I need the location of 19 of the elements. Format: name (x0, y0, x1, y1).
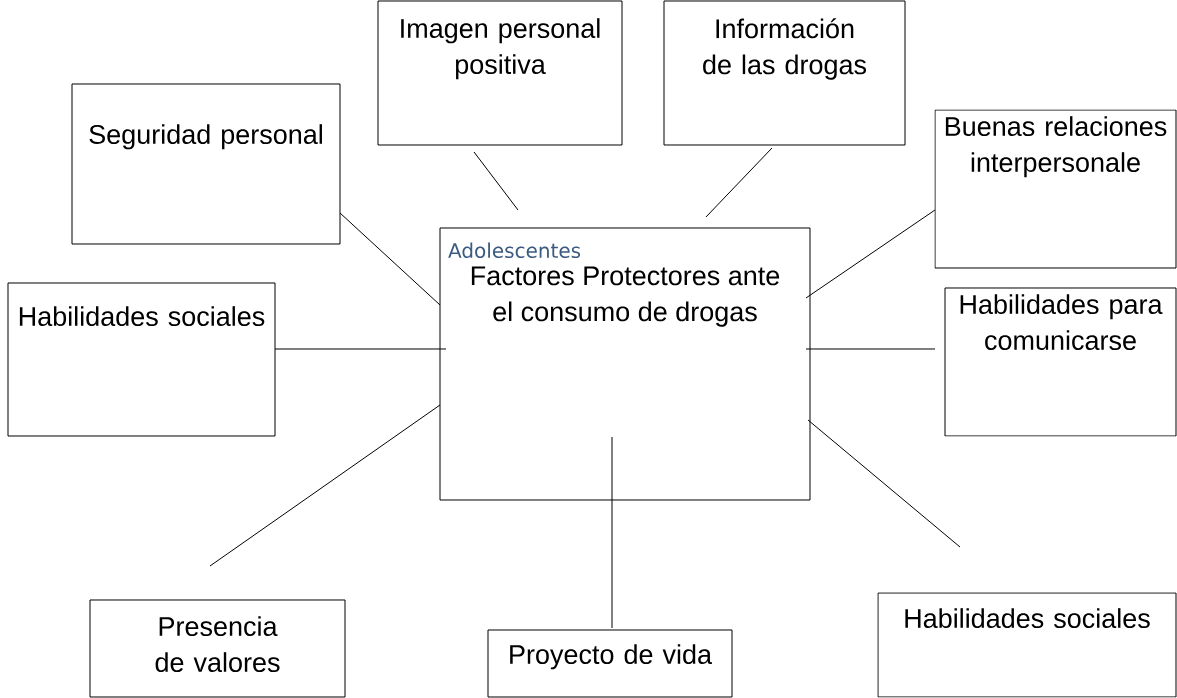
text-box: Habilidades sociales (877, 592, 1177, 698)
text-box: Seguridad personal (71, 83, 341, 245)
text-box: Proyecto de vida (487, 629, 733, 698)
connector-line (473, 151, 519, 211)
connector-line (611, 436, 613, 629)
text-box: Imagen personal positiva (377, 0, 623, 146)
center-box: Adolescentes Factores Protectores ante el consumo de drogas (439, 227, 811, 501)
connector-line (339, 212, 441, 306)
text-box: Habilidades sociales (7, 282, 276, 437)
text-box: Buenas relaciones interpersonale (934, 109, 1177, 269)
connector-line (805, 209, 936, 299)
text-box: Habilidades para comunicarse (944, 287, 1177, 437)
connector-line (705, 147, 773, 218)
connector-line (209, 404, 441, 567)
connector-line (807, 419, 961, 548)
connector-line (274, 348, 447, 350)
text-box: Información de las drogas (663, 0, 906, 146)
connector-line (805, 348, 936, 350)
text-box: Presencia de valores (89, 599, 346, 698)
